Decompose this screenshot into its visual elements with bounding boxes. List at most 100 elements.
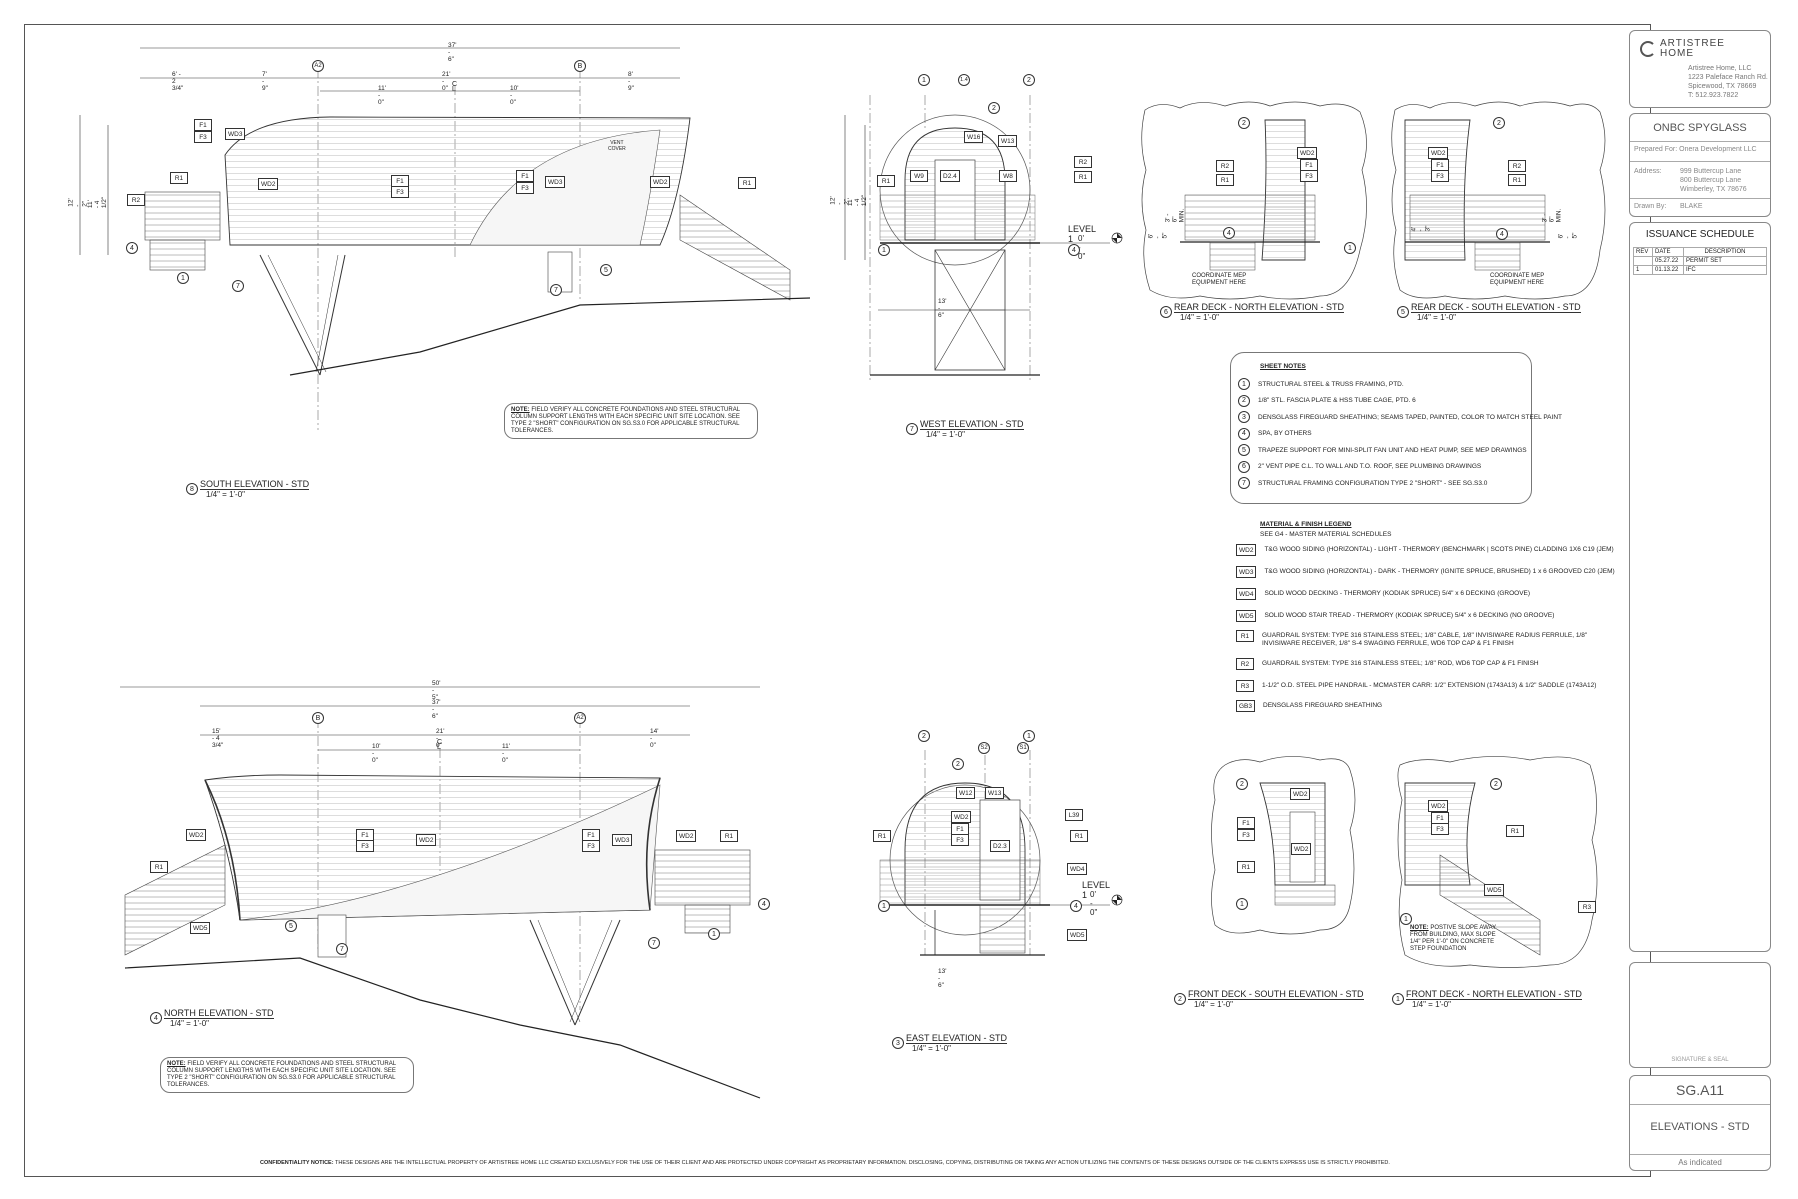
address-line1: 999 Buttercup Lane [1680,168,1742,175]
level-label-east: LEVEL 1 [1082,880,1110,900]
view-number: 7 [906,423,918,435]
view-title-south: 8 SOUTH ELEVATION - STD 1/4" = 1'-0" [186,479,310,499]
dim-south-h1: 12' - 2" [67,198,89,207]
view-title-rear-south: 5 REAR DECK - SOUTH ELEVATION - STD 1/4"… [1397,302,1581,322]
sheet-scale: As indicated [1678,1158,1722,1167]
dim-south-h2: 11' - 4 1/2" [87,196,109,209]
grid-a2-south: A2 [312,60,324,72]
tag-wd3: WD3 [545,176,566,188]
tag-vent-cover: VENT COVER [608,140,626,152]
material-tag: WD5 [1236,610,1257,622]
tag-wd5: WD5 [190,922,211,934]
callout-2: 2 [988,102,1000,114]
project-name: ONBC SPYGLASS [1653,122,1747,134]
tag-f1: F1 [951,823,969,835]
callout-7: 7 [232,280,244,292]
confidentiality-notice: CONFIDENTIALITY NOTICE: THESE DESIGNS AR… [260,1160,1390,1166]
titleblock-project: ONBC SPYGLASS Prepared For: Onera Develo… [1629,113,1771,217]
callout-2: 2 [952,758,964,770]
callout-2: 2 [1490,778,1502,790]
callout-5: 5 [600,264,612,276]
tag-r2: R2 [1216,160,1234,172]
tag-w12: W12 [956,787,976,799]
tag-r1: R1 [1070,830,1088,842]
material-tag: GB3 [1236,700,1256,712]
front-deck-south-elevation [1211,756,1356,935]
tag-r1: R1 [1216,174,1234,186]
slope-note: NOTE: POSTIVE SLOPE AWAY FROM BUILDING, … [1410,925,1502,953]
tag-f3: F3 [582,840,600,852]
material-tag: WD2 [1236,544,1257,556]
view-scale: 1/4" = 1'-0" [1194,1000,1234,1009]
note-number: 6 [1238,460,1250,473]
project-divider [1630,141,1770,142]
tag-r2: R2 [1508,160,1526,172]
view-title-north: 4 NORTH ELEVATION - STD 1/4" = 1'-0" [150,1008,274,1028]
dim-deck-h2: 3' - 6" MIN. [1164,208,1186,223]
view-title-text: SOUTH ELEVATION - STD [200,479,310,490]
sheet-divider [1630,1104,1770,1105]
tag-f1: F1 [194,119,212,131]
note-text: SPA, BY OTHERS [1258,430,1312,437]
company-name: ARTISTREE HOME [1660,38,1725,59]
view-title-text: WEST ELEVATION - STD [920,419,1024,430]
tag-wd2: WD2 [416,834,437,846]
dim-north-d: 10' - 0" [372,743,381,764]
tag-wd2: WD2 [258,178,279,190]
level-label-west: LEVEL 1 [1068,224,1096,244]
view-title-text: NORTH ELEVATION - STD [164,1008,274,1019]
note-text: TRAPEZE SUPPORT FOR MINI-SPLIT FAN UNIT … [1258,446,1527,454]
view-number: 4 [150,1012,162,1024]
note-number: 1 [1238,378,1250,390]
list-item: GB3 DENSGLASS FIREGUARD SHEATHING [1236,700,1382,712]
dim-south-e: 11' - 0" [378,85,386,106]
material-text: DENSGLASS FIREGUARD SHEATHING [1263,702,1383,709]
slope-note-label: NOTE: [1410,925,1429,931]
sheet-notes-panel [1230,352,1532,504]
callout-4: 4 [1496,228,1508,240]
tag-f1: F1 [356,829,374,841]
material-legend-title: MATERIAL & FINISH LEGEND [1260,521,1352,528]
view-number: 1 [1392,993,1404,1005]
tag-wd2: WD2 [1428,800,1449,812]
tag-wd4: WD4 [1067,863,1088,875]
dim-west-h2: 11' - 4 1/2" [847,194,869,207]
coordinate-note-north: COORDINATE MEP EQUIPMENT HERE [1192,273,1247,286]
grid-cl-south: C L [452,81,458,93]
issuance-table-wrap: REV DATE DESCRIPTION 05.27.22 PERMIT SET… [1633,247,1767,275]
rear-deck-north-elevation [1141,101,1367,300]
material-text: SOLID WOOD STAIR TREAD - THERMORY (KODIA… [1264,612,1555,619]
dim-deck-h1b: 6' - 5" [1557,232,1579,239]
sheet-number: SG.A11 [1676,1082,1724,1098]
grid-1-east: 1 [1023,730,1035,742]
view-number: 8 [186,483,198,495]
view-scale: 1/4" = 1'-0" [206,490,246,499]
callout-4: 4 [1070,900,1082,912]
callout-4: 4 [126,242,138,254]
tag-w13: W13 [998,135,1018,147]
issuance-table: REV DATE DESCRIPTION 05.27.22 PERMIT SET… [1633,247,1767,275]
tag-wd2: WD2 [1428,147,1449,159]
view-title-east: 3 EAST ELEVATION - STD 1/4" = 1'-0" [892,1033,1008,1053]
tag-wd2: WD2 [186,829,207,841]
address-line2: 800 Buttercup Lane [1680,177,1742,184]
view-scale: 1/4" = 1'-0" [1180,313,1220,322]
level-value-east: 0' - 0" [1090,890,1098,917]
dim-west-w: 13' - 6" [938,298,947,319]
material-tag: R2 [1236,658,1254,670]
tag-r1: R1 [877,175,895,187]
north-elevation [120,686,761,1099]
view-number: 6 [1160,306,1172,318]
tag-l39: L39 [1065,809,1083,821]
tag-w9: W9 [910,170,928,182]
note-number: 3 [1238,411,1250,423]
view-title-rear-north: 6 REAR DECK - NORTH ELEVATION - STD 1/4"… [1160,302,1345,322]
dim-deck-h1: 6' - 5" [1147,232,1169,239]
dim-deck-h2b: 3' - 6" MIN. [1541,208,1563,223]
tag-wd2: WD2 [951,811,972,823]
view-scale: 1/4" = 1'-0" [1417,313,1457,322]
